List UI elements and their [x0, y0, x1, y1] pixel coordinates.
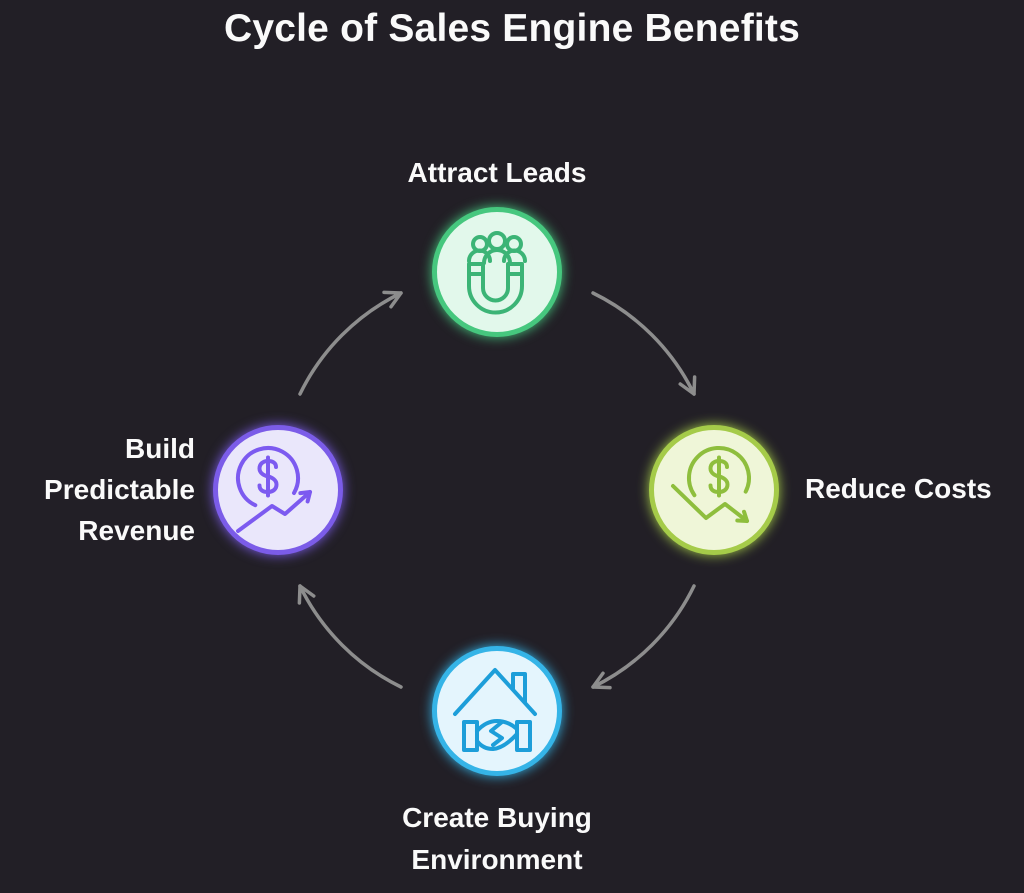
- node-circle: [432, 207, 562, 337]
- dollar-increasing-arrow-icon: [236, 446, 312, 533]
- arrow-revenue-to-attract: [298, 290, 403, 396]
- magnet-attracting-people-icon: [467, 231, 527, 315]
- node-attract-leads: [432, 207, 562, 337]
- node-build-predictable-revenue: [213, 425, 343, 555]
- page-title: Cycle of Sales Engine Benefits: [223, 7, 800, 50]
- node-circle: [213, 425, 343, 555]
- node-label-create-buying-environment: Create Buying Environment: [402, 802, 592, 875]
- cycle-arrows: [297, 290, 697, 690]
- dollar-decreasing-arrow-icon: [671, 446, 751, 523]
- node-label-attract-leads: Attract Leads: [407, 157, 587, 188]
- node-create-buying-environment: [432, 646, 562, 776]
- node-reduce-costs: [649, 425, 779, 555]
- node-circle: [432, 646, 562, 776]
- house-handshake-icon: [453, 668, 537, 752]
- arrow-reduce-to-buying: [591, 584, 696, 690]
- arrow-attract-to-reduce: [591, 291, 697, 396]
- node-label-build-predictable-revenue: Build Predictable Revenue: [44, 433, 195, 546]
- arrow-buying-to-revenue: [297, 584, 403, 689]
- node-label-reduce-costs: Reduce Costs: [805, 473, 992, 504]
